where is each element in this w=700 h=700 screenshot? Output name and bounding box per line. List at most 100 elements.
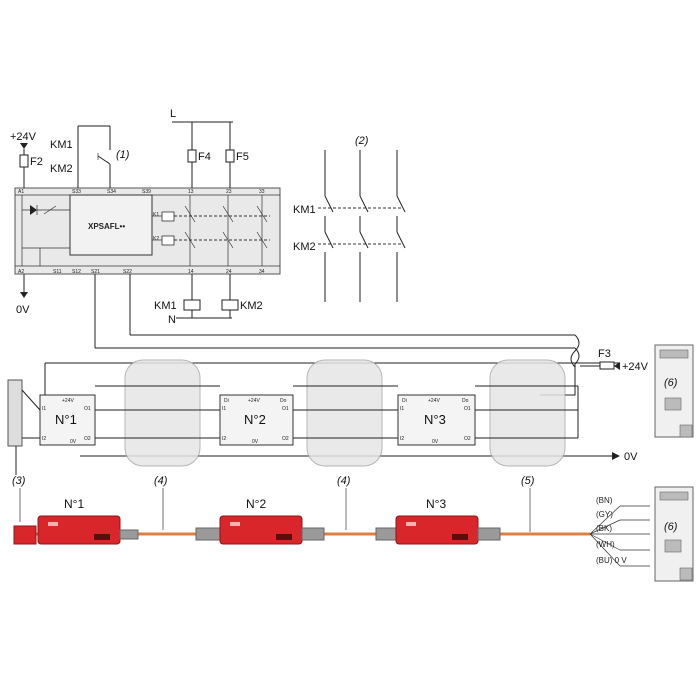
km1-coil-icon <box>183 299 201 311</box>
ref4a-label: (4) <box>154 475 168 487</box>
ref6-lower-label: (6) <box>664 521 678 533</box>
module-2-v24: +24V <box>248 398 260 404</box>
relay-to-chain-wires <box>94 274 580 396</box>
module-3-i1: I1 <box>400 406 404 412</box>
ref2-label: (2) <box>355 135 369 147</box>
terminal-a2: A2 <box>18 269 24 275</box>
module-2-v0: 0V <box>252 439 259 445</box>
terminal-24: 24 <box>226 269 232 275</box>
module-1-i1: I1 <box>42 406 46 412</box>
diode-icon <box>30 205 37 215</box>
relay-supply: +24V F2 KM1 KM2 (1) 0V <box>10 125 130 316</box>
fuse-f4-icon <box>187 149 197 163</box>
ground-arrow-icon <box>20 292 28 298</box>
f2-label: F2 <box>30 156 43 168</box>
km2-coil-icon <box>221 299 239 311</box>
f5-label: F5 <box>236 151 249 163</box>
km1-contact-label: KM1 <box>50 139 73 151</box>
cable-4a-icon <box>124 359 201 467</box>
module-3-o2: O2 <box>464 436 471 442</box>
cable-5-icon <box>489 359 566 467</box>
ref5-label: (5) <box>521 475 535 487</box>
terminal-s21: S21 <box>91 269 100 275</box>
l-label: L <box>170 108 176 120</box>
sensor-1-name: N°1 <box>64 497 84 511</box>
plus24-arrow-icon <box>614 362 620 370</box>
relay-outputs: L F4 F5 KM1 KM2 N <box>154 108 263 326</box>
module-1: N°1 I1 I2 O1 O2 +24V 0V <box>39 394 96 446</box>
wire-gy: (GY) <box>596 510 613 519</box>
f4-label: F4 <box>198 151 211 163</box>
zero-arrow-icon <box>612 452 620 460</box>
wire-bu: (BU) 0 V <box>596 556 627 565</box>
terminal-34: 34 <box>259 269 265 275</box>
n-label: N <box>168 314 176 326</box>
terminal-s39: S39 <box>142 189 151 195</box>
k1-coil-icon <box>161 211 175 222</box>
module-3-o1: O1 <box>464 406 471 412</box>
module-1-o2: O2 <box>84 436 91 442</box>
km2-block-label: KM2 <box>293 241 316 253</box>
supply-arrow-icon <box>20 143 28 149</box>
k1-label: K1 <box>153 212 159 218</box>
terminal-14: 14 <box>188 269 194 275</box>
module-3: N°3 I1 I2 O1 O2 Di +24V Do 0V <box>397 394 476 446</box>
k2-label: K2 <box>153 236 159 242</box>
km2-contact-label: KM2 <box>50 163 73 175</box>
contactor-block: (2) KM1 KM2 <box>293 135 406 302</box>
sensor-2-name: N°2 <box>246 497 266 511</box>
ref6-upper-label: (6) <box>664 377 678 389</box>
cable-4b-icon <box>306 359 383 467</box>
module-3-v0: 0V <box>432 439 439 445</box>
safety-relay: XPSAFL•• A1 S33 S34 S39 13 23 33 A2 S11 … <box>14 187 281 275</box>
f3-label: F3 <box>598 348 611 360</box>
zero-label: 0V <box>16 304 30 316</box>
module-3-v24: +24V <box>428 398 440 404</box>
ref1-label: (1) <box>116 149 130 161</box>
sensor-row: (3) (4) (4) (5) N°1 N°2 N°3 <box>12 475 694 582</box>
ref4b-label: (4) <box>337 475 351 487</box>
module-2-name: N°2 <box>244 412 266 427</box>
wire-wh: (WH) <box>596 540 615 549</box>
km2-coil-label: KM2 <box>240 300 263 312</box>
terminal-a1: A1 <box>18 189 24 195</box>
terminal-s33: S33 <box>72 189 81 195</box>
module-1-i2: I2 <box>42 436 46 442</box>
fuse-f2-icon <box>19 154 29 168</box>
terminal-s34: S34 <box>107 189 116 195</box>
module-2-do: Do <box>280 398 287 404</box>
k2-coil-icon <box>161 235 175 246</box>
terminal-s22: S22 <box>123 269 132 275</box>
module-2-box <box>219 394 294 446</box>
module-3-box <box>397 394 476 446</box>
terminator-red-icon <box>13 525 37 545</box>
terminal-23: 23 <box>226 189 232 195</box>
relay-logic-block <box>69 194 153 256</box>
module-3-di: Di <box>402 398 407 404</box>
km1-coil-label: KM1 <box>154 300 177 312</box>
terminal-s11: S11 <box>53 269 62 275</box>
relay-model: XPSAFL•• <box>88 222 125 231</box>
module-2-o2: O2 <box>282 436 289 442</box>
fuse-f5-icon <box>225 149 235 163</box>
module-3-name: N°3 <box>424 412 446 427</box>
module-3-i2: I2 <box>400 436 404 442</box>
fuse-f3-icon <box>599 361 615 370</box>
chain-zero-label: 0V <box>624 451 638 463</box>
wire-bk: (BK) <box>596 524 612 533</box>
wire-bn: (BN) <box>596 496 613 505</box>
psu-lower-icon <box>654 486 694 582</box>
module-3-do: Do <box>462 398 469 404</box>
ref3-label: (3) <box>12 475 26 487</box>
chain-plus24-label: +24V <box>622 361 649 373</box>
module-2: N°2 I1 I2 O1 O2 Di +24V Do 0V <box>219 394 294 446</box>
module-2-i1: I1 <box>222 406 226 412</box>
terminal-13: 13 <box>188 189 194 195</box>
module-1-v0: 0V <box>70 439 77 445</box>
terminal-33: 33 <box>259 189 265 195</box>
module-1-box <box>39 394 96 446</box>
module-1-o1: O1 <box>84 406 91 412</box>
module-1-v24: +24V <box>62 398 74 404</box>
plus24-label: +24V <box>10 131 37 143</box>
